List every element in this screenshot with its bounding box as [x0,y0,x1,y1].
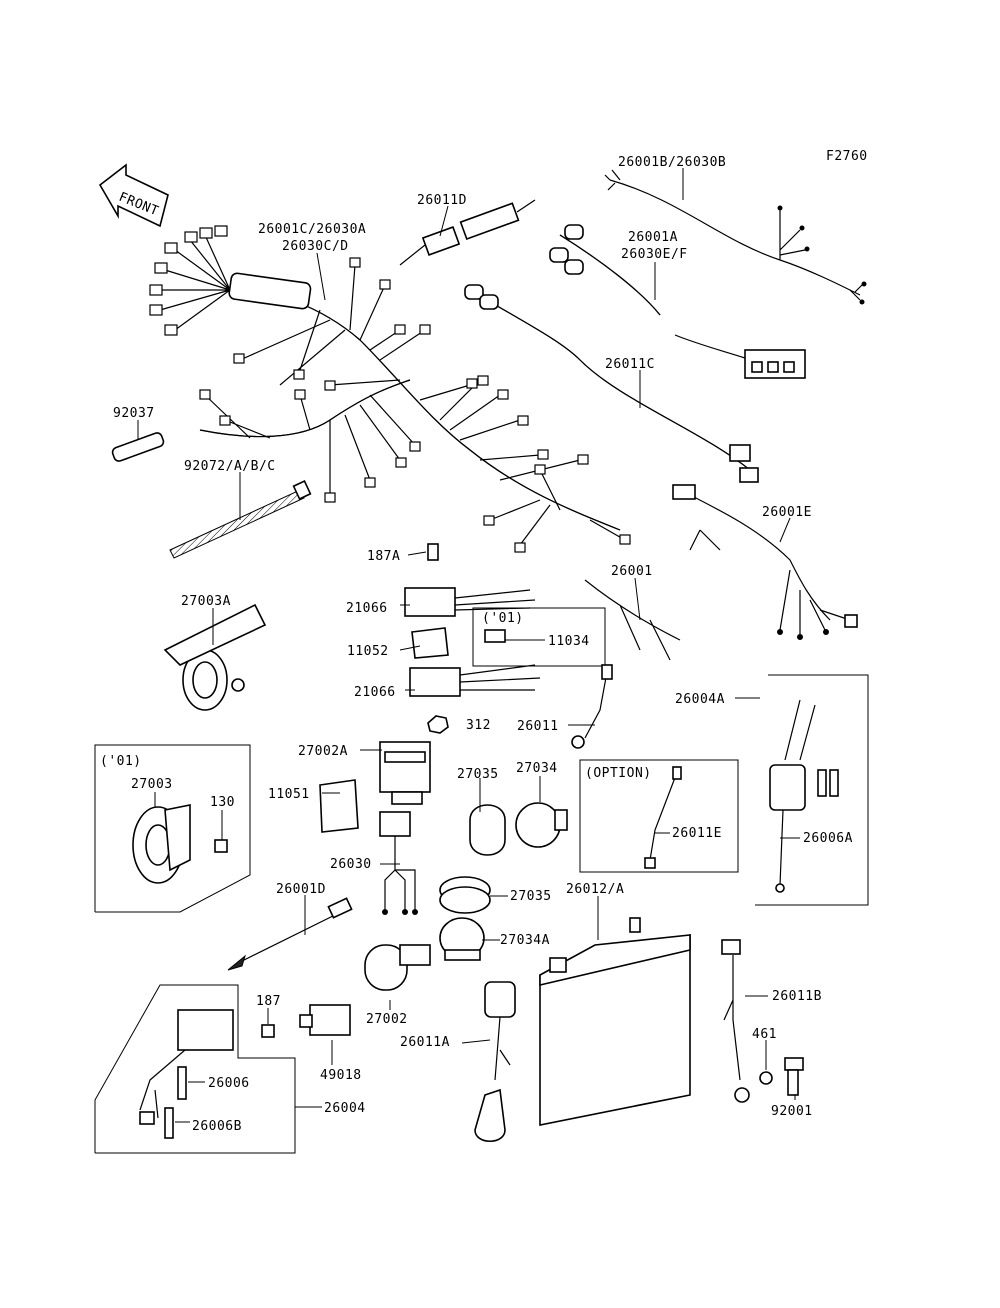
label-26011B: 26011B [772,989,822,1004]
label-92072: 92072/A/B/C [184,459,276,474]
label-26011A: 26011A [400,1035,450,1050]
label-26012-A: 26012/A [566,882,624,897]
label-27034: 27034 [516,761,558,776]
band-92072 [169,480,312,559]
label-26006: 26006 [208,1076,250,1091]
label-01-upper: ('01) [482,611,524,626]
bracket-11052 [411,627,449,659]
label-26001: 26001 [611,564,653,579]
washer-461 [759,1071,773,1085]
igniter-26004a [769,699,839,893]
lead-26011e [644,766,682,869]
part-labels: 26001B/26030B 26011D 26001C/26030A 26030… [100,155,853,1134]
label-27034A: 27034A [500,933,550,948]
label-26006A: 26006A [803,831,853,846]
lead-26011a [474,981,516,1143]
lead-26011 [571,664,613,749]
harness-26001 [584,579,681,661]
label-27035-lower: 27035 [510,889,552,904]
harness-26001e [672,484,858,640]
battery-26012 [539,917,691,1126]
label-26006B: 26006B [192,1119,242,1134]
label-27002A: 27002A [298,744,348,759]
harness-26001a [549,224,806,379]
clamp-27035-lower [439,876,491,914]
label-21066-upper: 21066 [346,601,388,616]
resistor-21066-lower [409,664,541,697]
lead-26001d [227,897,353,971]
label-01-lower: ('01) [100,754,142,769]
screw-187 [261,1024,275,1038]
label-26011D: 26011D [417,193,467,208]
lead-26011d [399,199,536,266]
sub-harness-26001b [604,169,867,305]
box-01-lower [94,744,251,913]
relay-27002a [379,741,431,805]
nut-312 [427,715,449,734]
label-187A: 187A [367,549,400,564]
label-27035-upper: 27035 [457,767,499,782]
main-harness [149,225,631,553]
lead-26011b [721,939,750,1103]
label-92037: 92037 [113,406,155,421]
horn-27003 [132,804,228,884]
label-26011C: 26011C [605,357,655,372]
label-26030E-F: 26030E/F [621,247,688,262]
label-11052: 11052 [347,644,389,659]
flasher-27034 [515,802,568,848]
bolt-92001 [784,1057,804,1096]
label-92001: 92001 [771,1104,813,1119]
box-01-upper [472,607,606,667]
bolt-187a [427,543,439,561]
figure-code: F2760 [826,149,868,164]
label-26004: 26004 [324,1101,366,1116]
label-26001B-26030B: 26001B/26030B [618,155,726,170]
box-option [579,759,739,873]
label-27003: 27003 [131,777,173,792]
leader-lines [137,168,800,1123]
label-26001D: 26001D [276,882,326,897]
label-26011E: 26011E [672,826,722,841]
flasher-27034a [439,917,485,961]
label-26001C-26030A: 26001C/26030A [258,222,366,237]
box-26004a [755,674,869,906]
label-27003A: 27003A [181,594,231,609]
bracket-11051 [319,779,359,833]
label-27002: 27002 [366,1012,408,1027]
label-26001E: 26001E [762,505,812,520]
label-option: (OPTION) [585,766,652,781]
box-26004 [94,984,296,1154]
label-26030: 26030 [330,857,372,872]
label-49018: 49018 [320,1068,362,1083]
horn-27003a [163,603,267,711]
label-26011: 26011 [517,719,559,734]
clip-92037 [111,432,165,462]
label-11034: 11034 [548,634,590,649]
label-26001A: 26001A [628,230,678,245]
resistor-21066-upper [404,587,536,617]
label-11051: 11051 [268,787,310,802]
label-312: 312 [466,718,491,733]
relay-49018 [299,1004,351,1036]
label-21066-lower: 21066 [354,685,396,700]
label-26004A: 26004A [675,692,725,707]
clamp-27035-upper [469,804,506,856]
label-461: 461 [752,1027,777,1042]
front-arrow-icon: FRONT [98,163,169,228]
igniter-26004 [139,1009,234,1139]
label-26030C-D: 26030C/D [282,239,349,254]
harness-26030 [379,811,418,915]
label-130: 130 [210,795,235,810]
bracket-11034 [484,629,506,643]
harness-26011c [464,284,759,483]
label-187: 187 [256,994,281,1009]
relay-27002 [364,944,431,991]
